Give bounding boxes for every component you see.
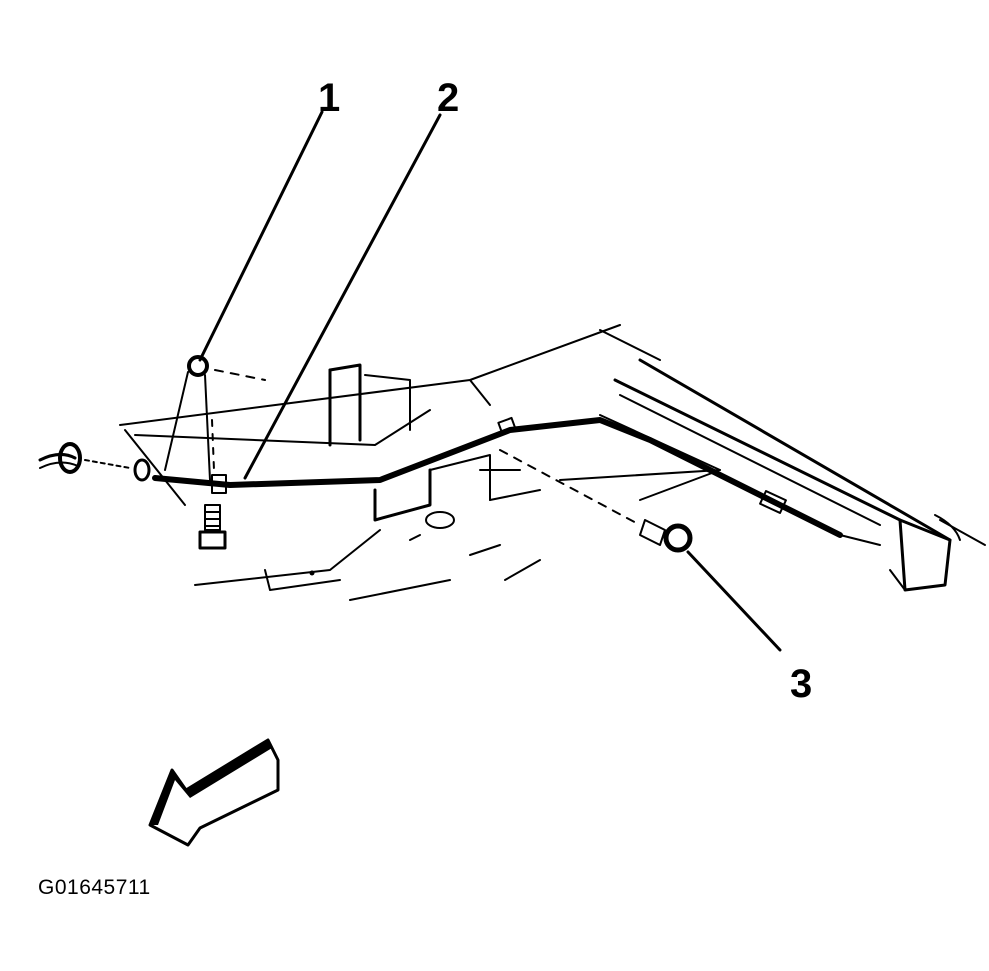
callout-3: 3 [790,662,813,706]
mounting-bolt [499,449,693,553]
clip-bolt [198,504,227,550]
figure-id: G01645711 [38,876,151,899]
brake-pipe-clip [164,355,266,494]
floor-pan [194,511,541,601]
crossmember [119,324,721,522]
frame-rail [599,329,986,592]
callout-2: 2 [437,76,460,120]
callout-1: 1 [318,76,341,120]
front-direction-arrow [148,738,280,847]
pipe-fitting [58,442,151,482]
leader-lines [198,110,782,652]
